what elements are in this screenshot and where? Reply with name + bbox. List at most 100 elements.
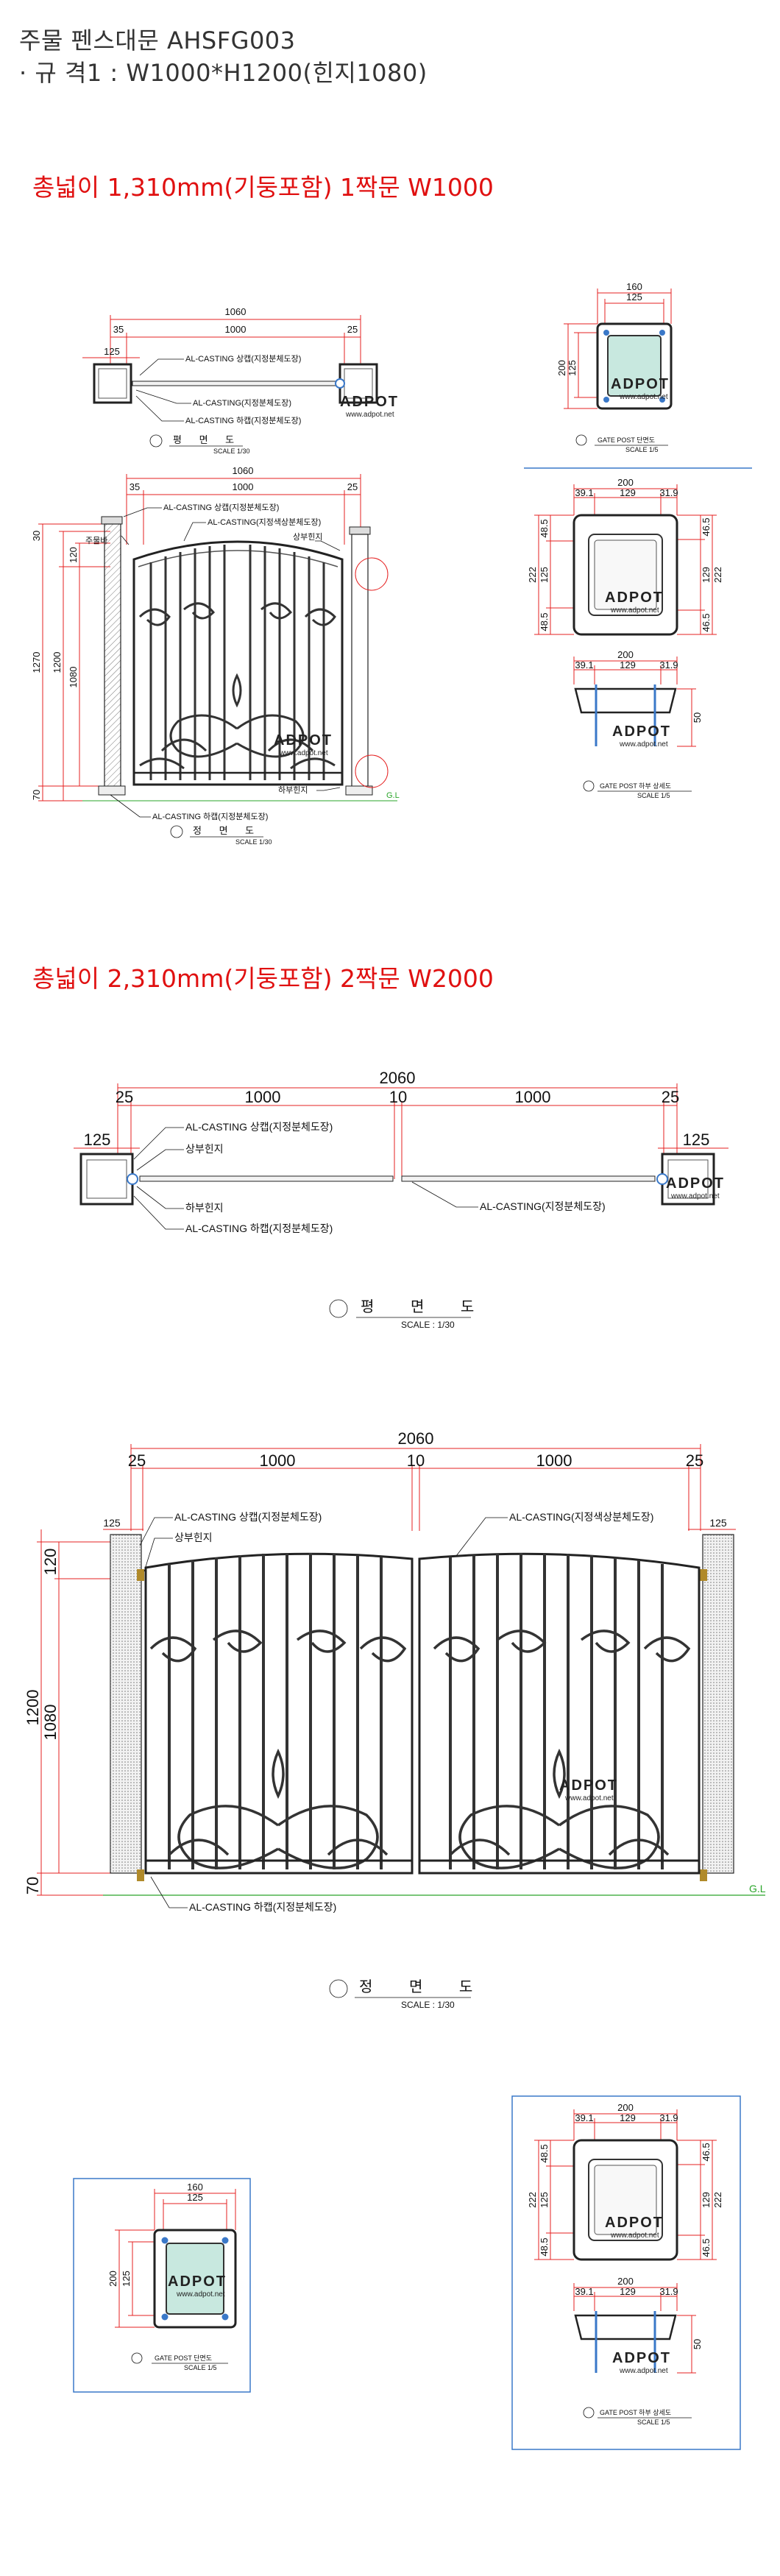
single-detail-dim-c2: 31.9	[659, 659, 678, 670]
single-front-view: 1060 35 1000 25 30 120 1270 1200 1080 70	[31, 465, 400, 846]
double-detail-dim-v2: 125	[539, 2192, 550, 2208]
double-detail-dim-c: 31.9	[659, 2112, 678, 2123]
watermark-brand: ADPOT	[274, 732, 333, 749]
double-front-gl-label: G.L	[749, 1883, 766, 1894]
double-gate-section-title: 총넓이 2,310mm(기둥포함) 2짝문 W2000	[32, 964, 494, 993]
double-post-detail: 200 39.1 129 31.9 48.5 125 48.5 222 46.5…	[511, 2095, 741, 2450]
double-front-label-top-rail: AL-CASTING(지정색상분체도장)	[509, 1511, 653, 1523]
double-post-plan-title: GATE POST 단면도	[155, 2354, 212, 2362]
double-front-dim-w1: 1000	[260, 1451, 296, 1470]
double-plan-scale: SCALE : 1/30	[401, 1320, 455, 1330]
watermark-brand: ADPOT	[168, 2274, 227, 2290]
double-plan-label-right: AL-CASTING(지정분체도장)	[480, 1200, 606, 1212]
single-post-plan-scale: SCALE 1/5	[625, 446, 659, 453]
single-front-dim-top: 30	[31, 531, 42, 541]
single-post-detail: 200 39.1 129 31.9 48.5 125 48.5 222 46.5…	[527, 477, 723, 799]
double-detail-dim-w200b: 200	[617, 2276, 634, 2287]
double-front-dim-mid: 10	[407, 1451, 425, 1470]
single-front-label-top-cap: AL-CASTING 상캡(지정분체도장)	[163, 503, 279, 512]
single-plan-gate-leaf	[132, 381, 343, 386]
hinge-icon	[335, 378, 345, 389]
watermark-brand: ADPOT	[612, 2350, 671, 2366]
double-post-inner	[166, 2243, 224, 2315]
single-post-inner	[607, 335, 662, 397]
single-front-gl-label: G.L	[386, 791, 400, 800]
watermark-brand: ADPOT	[559, 1777, 618, 1794]
single-front-dim-right-gap: 25	[347, 481, 358, 492]
watermark-url: www.adpot.net	[610, 606, 659, 615]
double-plan-left-post	[79, 1153, 134, 1206]
single-detail-scale: SCALE 1/5	[637, 792, 670, 799]
single-plan-left-post	[93, 363, 132, 404]
double-post-detail-frame	[511, 2095, 741, 2450]
single-plan-label-lower: AL-CASTING 하캡(지정분체도장)	[185, 415, 301, 425]
section-marker-icon	[170, 825, 183, 838]
double-detail-dim-w200: 200	[617, 2102, 634, 2113]
watermark-brand: ADPOT	[605, 590, 664, 606]
single-gate-section-title: 총넓이 1,310mm(기둥포함) 1짝문 W1000	[32, 173, 494, 202]
double-front-dim-total: 2060	[398, 1429, 434, 1448]
single-front-dim-total: 1060	[233, 465, 254, 476]
watermark-url: www.adpot.net	[279, 749, 328, 757]
double-plan-dim-mid: 10	[389, 1088, 407, 1106]
bolt-icon	[161, 2237, 229, 2321]
single-front-left-post	[104, 523, 121, 790]
double-post-dim-w125: 125	[187, 2192, 203, 2203]
document-title: 주물 펜스대문 AHSFG003	[19, 26, 296, 54]
single-detail-dim-hr3: 46.5	[701, 613, 712, 631]
double-detail-base	[574, 2314, 677, 2340]
double-detail-dim-a2: 39.1	[575, 2286, 593, 2297]
single-front-label-lower-hinge: 하부힌지	[278, 785, 308, 795]
single-post-dim-h200: 200	[556, 360, 567, 376]
single-detail-dim-b: 129	[620, 487, 636, 498]
watermark-brand: ADPOT	[340, 394, 399, 410]
hinge-icon	[127, 1173, 138, 1185]
watermark-url: www.adpot.net	[345, 411, 394, 419]
single-front-scale: SCALE 1/30	[235, 838, 272, 846]
double-detail-title: GATE POST 하부 상세도	[600, 2409, 671, 2416]
single-detail-dim-hr1: 46.5	[701, 517, 712, 536]
single-plan-view: 1060 35 1000 25 125 AL-CASTING 상캡(지정분체도장…	[82, 306, 399, 455]
watermark-url: www.adpot.net	[619, 740, 668, 749]
single-detail-dim-a: 39.1	[575, 487, 593, 498]
double-front-dim-g2: 25	[686, 1451, 703, 1470]
double-plan-dim-g2: 25	[662, 1088, 679, 1106]
watermark-url: www.adpot.net	[564, 1794, 614, 1802]
double-post-plan-scale: SCALE 1/5	[184, 2364, 217, 2371]
single-post-dim-h125: 125	[567, 360, 578, 376]
hinge-icon	[700, 1569, 707, 1581]
double-plan-dim-post-right: 125	[683, 1130, 710, 1149]
double-plan-label-lower: AL-CASTING 하캡(지정분체도장)	[185, 1222, 333, 1234]
double-plan-view: 2060 25 1000 10 1000 25 125 125 AL-CASTI…	[74, 1069, 728, 1330]
single-front-right-post	[351, 534, 369, 790]
section-marker-icon	[329, 1979, 348, 1998]
single-detail-dim-hs: 222	[527, 567, 538, 583]
double-plan-dim-g1: 25	[116, 1088, 133, 1106]
single-detail-dim-c: 31.9	[659, 487, 678, 498]
single-detail-base	[574, 687, 677, 714]
double-front-view: 2060 25 1000 10 1000 25 125 125 120 1200…	[24, 1429, 766, 2010]
single-post-plan: 160 125 200 125 ADPOT www.adpot.net GATE…	[556, 281, 673, 453]
single-front-gate-frame	[132, 540, 344, 786]
single-detail-title: GATE POST 하부 상세도	[600, 782, 671, 790]
document-spec: · 규 격1 : W1000*H1200(힌지1080)	[19, 59, 428, 87]
double-post-dim-h125: 125	[121, 2271, 132, 2287]
single-plan-dim-right-gap: 25	[347, 324, 358, 335]
anchor-bolt-icon	[595, 2311, 656, 2373]
single-detail-dim-v50: 50	[692, 712, 703, 723]
double-front-label-top-cap: AL-CASTING 상캡(지정분체도장)	[174, 1511, 322, 1523]
single-plan-label-upper: AL-CASTING 상캡(지정분체도장)	[185, 354, 301, 364]
bolt-icon	[603, 330, 665, 403]
watermark-url: www.adpot.net	[619, 2367, 668, 2375]
double-front-dim-w2: 1000	[536, 1451, 572, 1470]
double-front-dim-post-right: 125	[709, 1517, 727, 1529]
double-plan-title: 평 면 도	[361, 1298, 490, 1315]
single-front-dim-h1200: 1200	[52, 652, 63, 673]
double-detail-dim-v1: 48.5	[539, 2144, 550, 2162]
double-front-left-leaf	[144, 1552, 414, 1875]
double-detail-dim-hrt: 222	[712, 2192, 723, 2208]
section-marker-icon	[149, 434, 163, 447]
double-front-title: 정 면 도	[359, 1978, 489, 1995]
double-front-dim-h1200: 1200	[24, 1690, 42, 1726]
watermark-brand: ADPOT	[612, 723, 671, 740]
